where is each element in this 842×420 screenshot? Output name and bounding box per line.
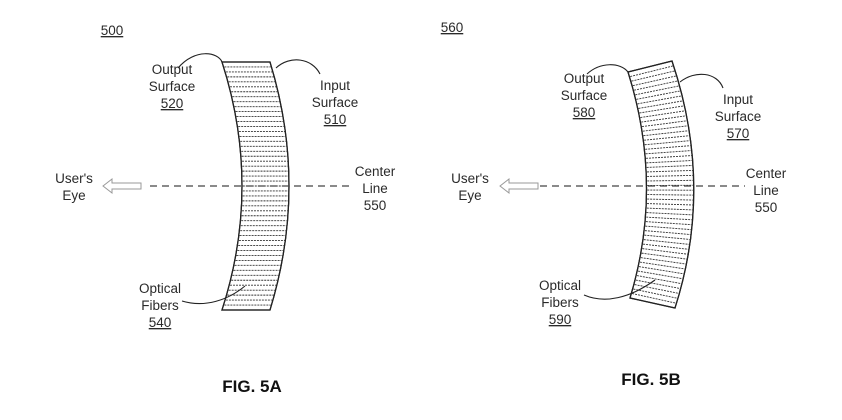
optical-fiber	[638, 100, 683, 109]
optical-fiber	[646, 207, 693, 211]
center-line-label-line2: Line	[362, 181, 388, 196]
center-line-ref: 550	[755, 200, 778, 215]
optical-fiber	[643, 239, 690, 245]
optical-fiber	[637, 270, 683, 280]
arrow-left-icon	[102, 177, 142, 195]
optical-fibers-label-line1: Optical	[139, 281, 181, 296]
optical-fiber	[645, 150, 691, 155]
center-line-label-line1: Center	[355, 164, 396, 179]
input-surface-label-line1: Input	[320, 78, 350, 93]
optical-fiber	[642, 125, 688, 132]
users-eye-label-line2: Eye	[62, 188, 85, 203]
optical-fiber	[645, 225, 691, 231]
optical-fiber	[646, 212, 693, 216]
optical-fiber	[643, 243, 689, 250]
optical-fibers-hatching	[224, 66, 289, 306]
arrow-left-icon	[499, 177, 539, 195]
input-surface-label-line2: Surface	[312, 95, 359, 110]
center-line-label-line1: Center	[746, 166, 787, 181]
optical-fiber	[646, 160, 692, 164]
optical-fiber	[634, 284, 679, 294]
center-line-ref: 550	[364, 198, 387, 213]
output-surface-label-line1: Output	[564, 71, 605, 86]
optical-fibers-label-line2: Fibers	[541, 295, 579, 310]
optical-fiber	[647, 179, 693, 182]
optical-fiber	[645, 221, 692, 226]
input-surface-ref: 570	[727, 126, 750, 141]
output-surface-leader	[586, 64, 629, 75]
input-surface-leader	[679, 73, 724, 89]
optical-fiber	[640, 257, 686, 265]
optical-fiber	[647, 174, 693, 177]
optical-fibers-leader	[583, 279, 656, 300]
optical-fiber	[645, 145, 691, 150]
optical-fiber	[630, 65, 673, 77]
input-surface-leader	[275, 59, 321, 75]
optical-fibers-ref: 540	[149, 315, 172, 330]
center-line-label-line2: Line	[753, 183, 779, 198]
optical-fiber	[634, 80, 678, 91]
optical-fiber	[646, 203, 693, 206]
optical-fiber	[646, 216, 692, 221]
optical-fiber	[644, 140, 690, 146]
optical-fiber	[638, 266, 684, 275]
optical-fiber	[644, 230, 691, 235]
optical-fiber	[647, 194, 693, 196]
output-surface-label-line2: Surface	[561, 88, 608, 103]
figure-ref-number: 500	[101, 23, 124, 38]
optical-fiber	[633, 288, 678, 299]
figure-5a: 500 Output Surface 520 Input Surface 510…	[55, 23, 396, 396]
optical-fibers-label-line2: Fibers	[141, 298, 179, 313]
lens-outline	[627, 60, 695, 309]
optical-fiber	[644, 234, 690, 240]
lens-outline	[221, 61, 290, 311]
input-surface-label-line2: Surface	[715, 109, 762, 124]
input-surface-ref: 510	[324, 112, 347, 127]
optical-fibers-label-line1: Optical	[539, 278, 581, 293]
optical-fiber	[647, 198, 693, 201]
optical-fiber	[639, 105, 684, 114]
optical-fiber	[636, 90, 681, 100]
output-surface-leader	[177, 53, 223, 69]
output-surface-ref: 580	[573, 105, 596, 120]
output-surface-label-line2: Surface	[149, 79, 196, 94]
figure-5b: 560 Output Surface 580 Input Surface 570…	[441, 20, 787, 389]
optical-fiber	[641, 252, 687, 260]
optical-fiber	[635, 85, 679, 96]
optical-fibers-ref: 590	[549, 312, 572, 327]
users-eye-label-line1: User's	[451, 171, 489, 186]
optical-fiber	[646, 169, 693, 173]
optical-fiber	[643, 130, 689, 137]
optical-fiber	[646, 155, 692, 159]
output-surface-ref: 520	[161, 96, 184, 111]
figure-caption: FIG. 5B	[621, 370, 681, 389]
optical-fiber	[632, 293, 676, 304]
optical-fiber	[636, 275, 682, 285]
optical-fiber	[646, 165, 693, 168]
optical-fiber	[644, 135, 690, 141]
optical-fiber	[641, 120, 687, 128]
users-eye-label-line2: Eye	[458, 188, 481, 203]
users-eye-label-line1: User's	[55, 171, 93, 186]
figure-caption: FIG. 5A	[222, 377, 282, 396]
input-surface-label-line1: Input	[723, 92, 753, 107]
figure-ref-number: 560	[441, 20, 464, 35]
lens-body	[627, 60, 695, 309]
optical-fiber	[641, 115, 686, 123]
optical-fiber	[637, 95, 682, 105]
optical-fiber	[631, 70, 675, 82]
optical-fiber	[632, 75, 677, 87]
optical-fiber	[642, 248, 688, 255]
optical-fiber	[640, 110, 685, 118]
optical-fiber	[635, 279, 681, 289]
optical-fiber	[639, 261, 685, 270]
optical-fibers-leader	[181, 285, 246, 305]
output-surface-label-line1: Output	[152, 62, 193, 77]
optical-fibers-hatching	[630, 65, 693, 304]
